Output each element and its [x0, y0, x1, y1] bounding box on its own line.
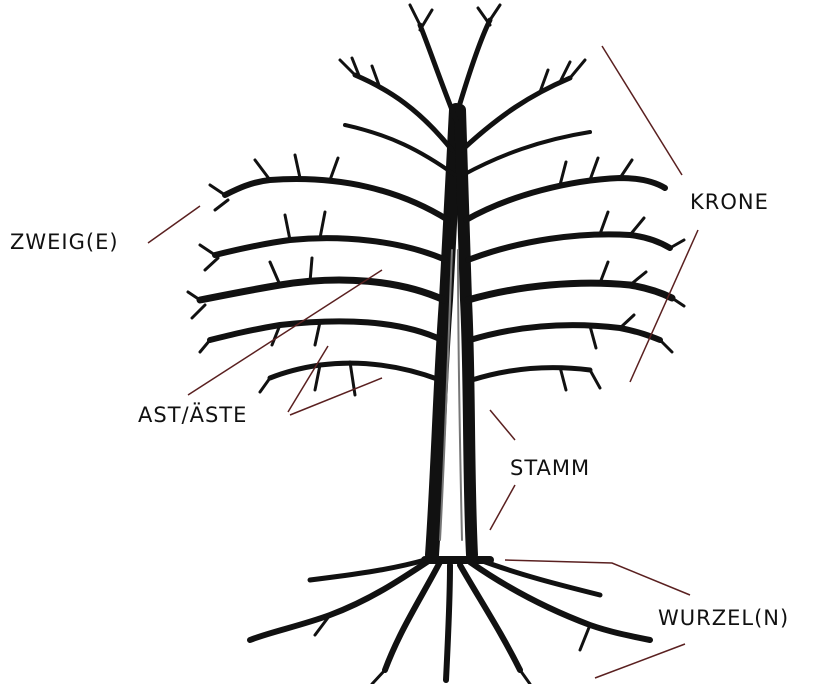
label-ast: AST/ÄSTE	[138, 405, 247, 426]
leader-line-zweig	[148, 206, 200, 243]
leader-line-wurzel-bottom	[595, 644, 685, 678]
leader-lines	[148, 46, 698, 678]
label-krone: KRONE	[690, 192, 769, 213]
label-zweig: ZWEIG(E)	[10, 232, 119, 253]
label-wurzel: WURZEL(N)	[658, 608, 789, 629]
leader-line-ast-3	[290, 378, 382, 415]
leader-line-krone-top	[602, 46, 682, 175]
leader-line-stamm-top	[490, 410, 515, 440]
leader-line-stamm-bottom	[490, 485, 515, 530]
leader-line-krone-bottom	[630, 230, 698, 382]
label-stamm: STAMM	[510, 458, 590, 479]
tree-icon	[188, 5, 684, 684]
